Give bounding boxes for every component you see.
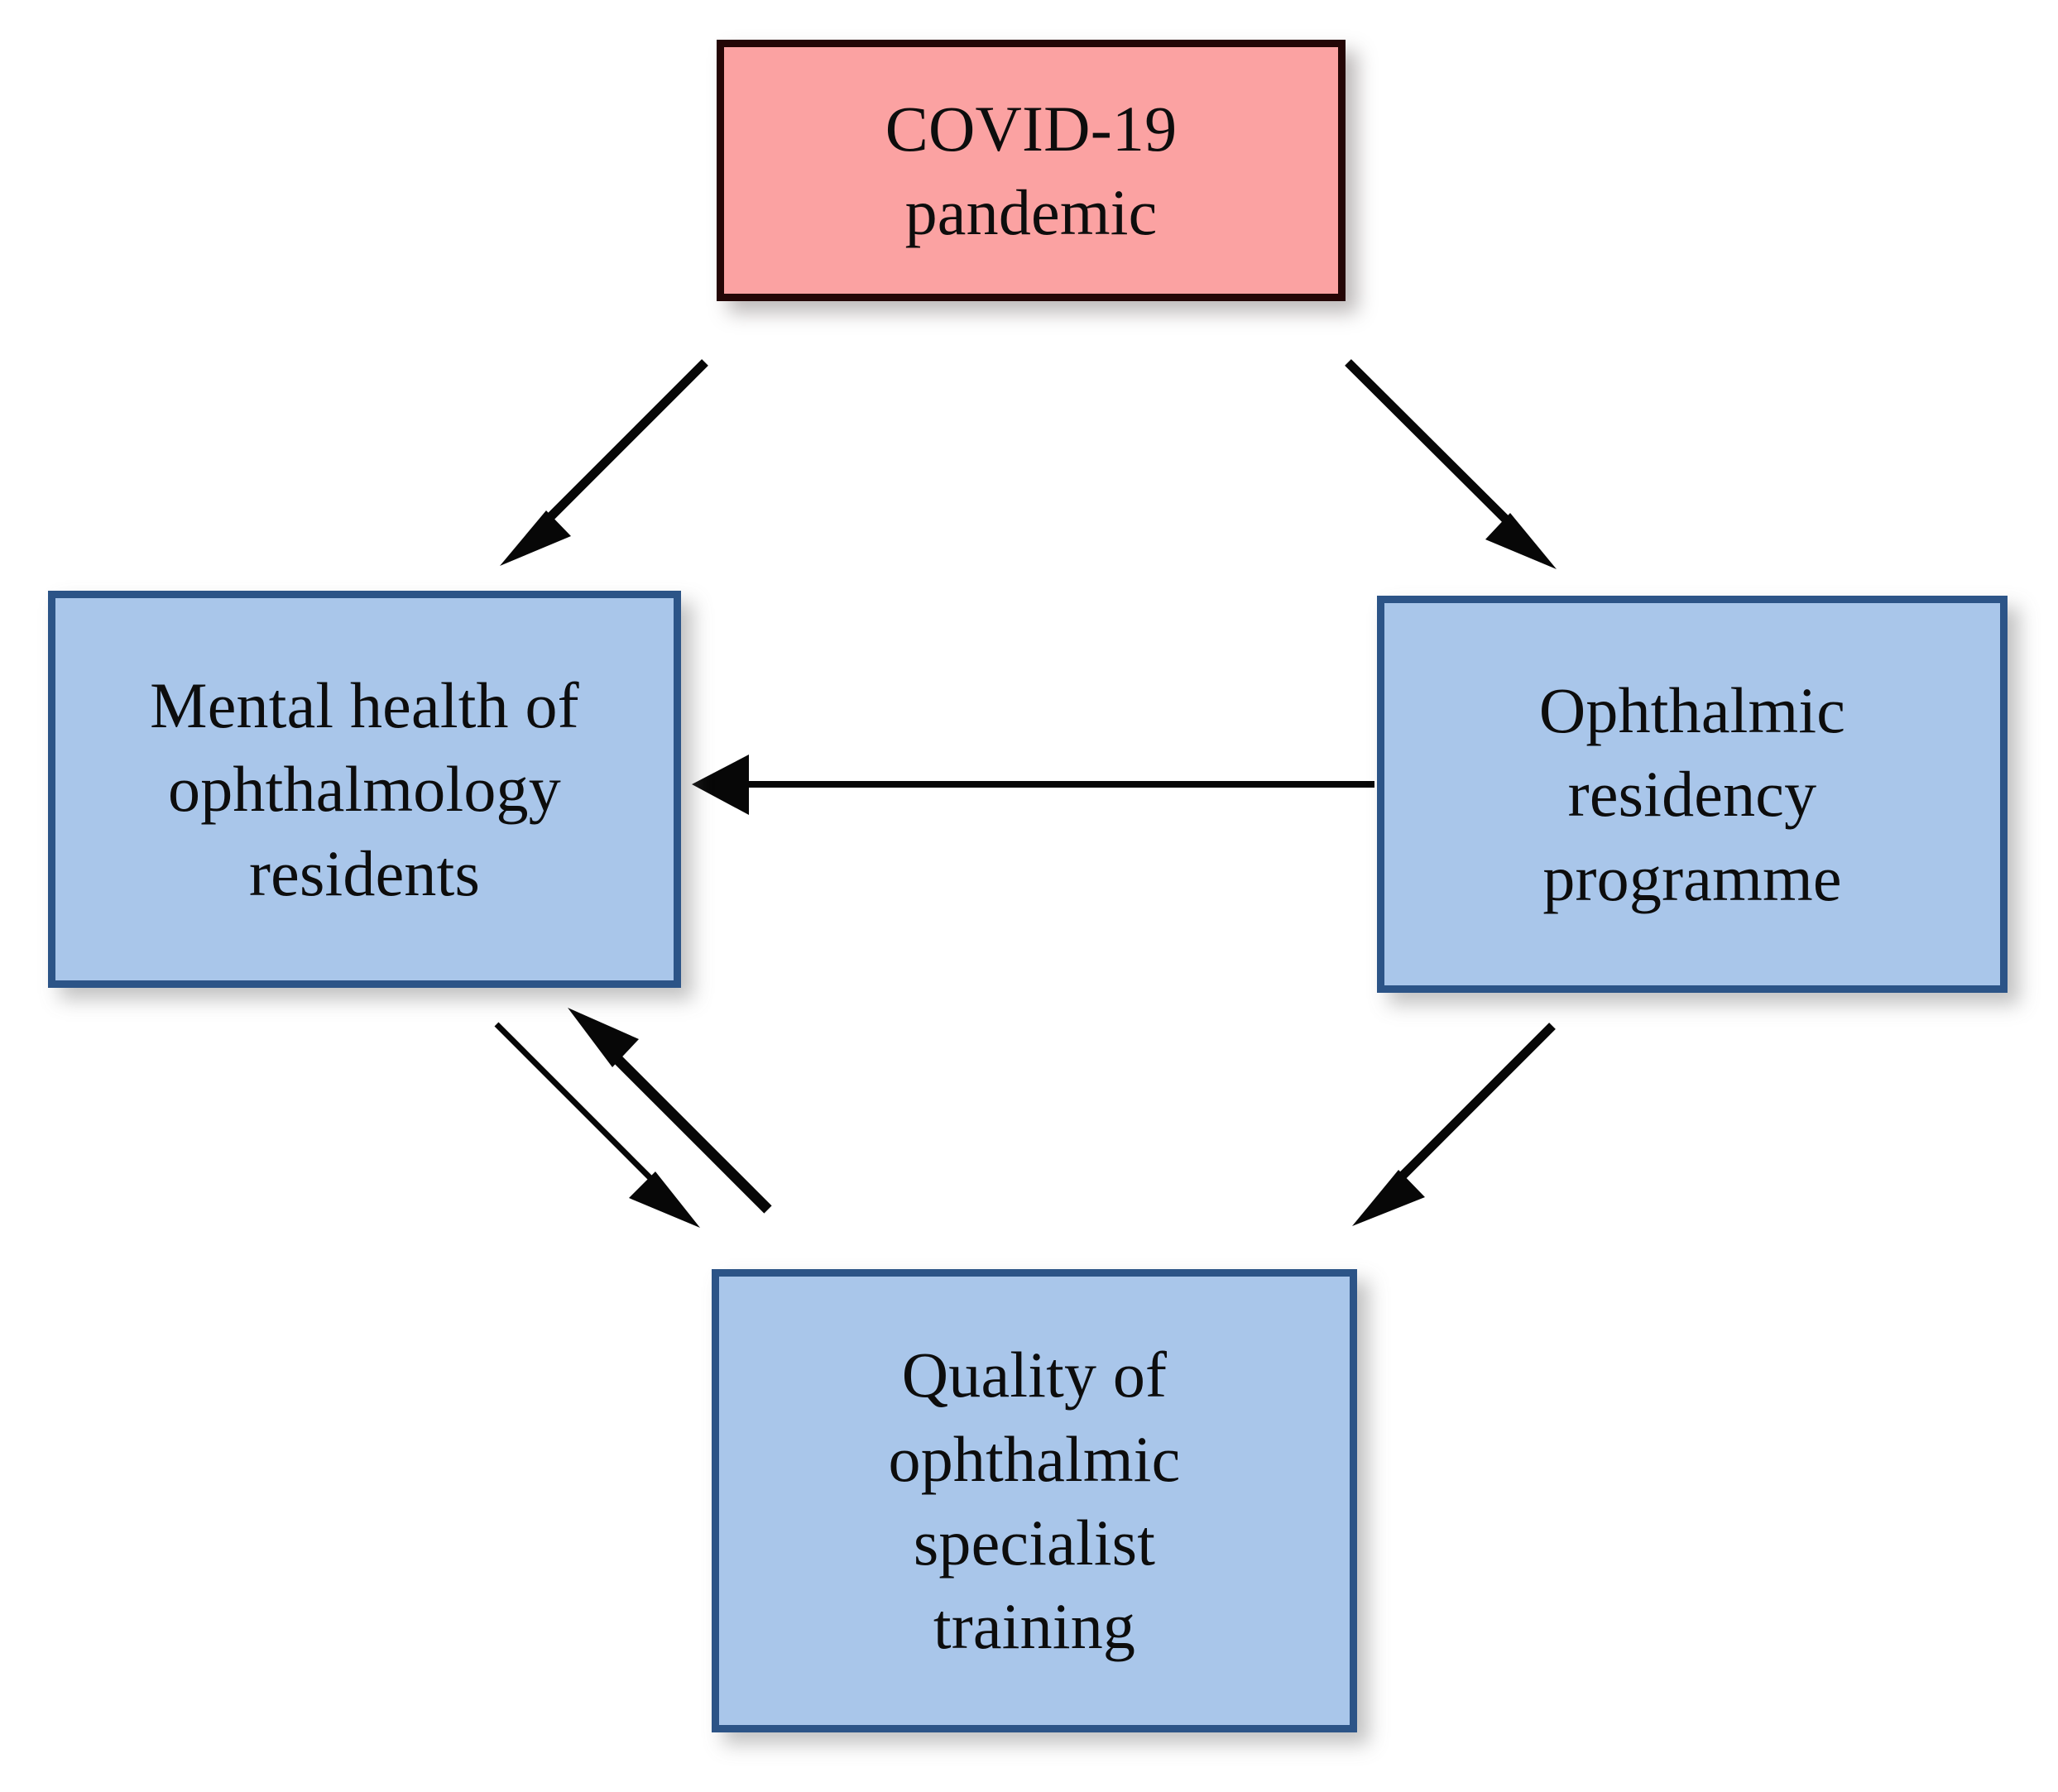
edge-residency-to-mental-arrowhead: [692, 755, 749, 815]
edge-quality-to-mental: [568, 1008, 772, 1214]
edge-residency-to-quality: [1352, 1023, 1556, 1226]
edge-residency-to-quality-line: [1384, 1023, 1556, 1195]
node-quality-of-ophthalmic-specialist-training[interactable]: Quality of ophthalmic specialist trainin…: [712, 1269, 1357, 1732]
edge-residency-to-mental: [692, 755, 1374, 815]
edge-covid-to-mental: [500, 359, 708, 566]
edge-quality-to-mental-arrowhead: [568, 1008, 639, 1067]
edge-mental-to-quality-line: [494, 1022, 669, 1196]
node-covid-19-pandemic-label: COVID-19 pandemic: [885, 92, 1178, 248]
edge-covid-to-residency-line: [1345, 359, 1526, 539]
node-mental-health-of-ophthalmology-residents[interactable]: Mental health of ophthalmology residents: [48, 591, 681, 988]
node-mental-health-label: Mental health of ophthalmology residents: [150, 668, 579, 909]
node-ophthalmic-residency-programme[interactable]: Ophthalmic residency programme: [1377, 596, 2008, 993]
edge-covid-to-residency-arrowhead: [1485, 513, 1557, 569]
edge-covid-to-residency: [1345, 359, 1557, 569]
node-quality-training-label: Quality of ophthalmic specialist trainin…: [888, 1339, 1181, 1663]
edge-residency-to-quality-arrowhead: [1352, 1170, 1425, 1226]
edge-quality-to-mental-line: [600, 1042, 772, 1214]
edge-mental-to-quality-arrowhead: [629, 1172, 700, 1228]
node-residency-programme-label: Ophthalmic residency programme: [1538, 673, 1846, 914]
edge-covid-to-mental-line: [530, 359, 708, 537]
node-covid-19-pandemic[interactable]: COVID-19 pandemic: [717, 40, 1346, 301]
edge-covid-to-mental-arrowhead: [500, 510, 571, 566]
edge-mental-to-quality: [494, 1022, 700, 1228]
